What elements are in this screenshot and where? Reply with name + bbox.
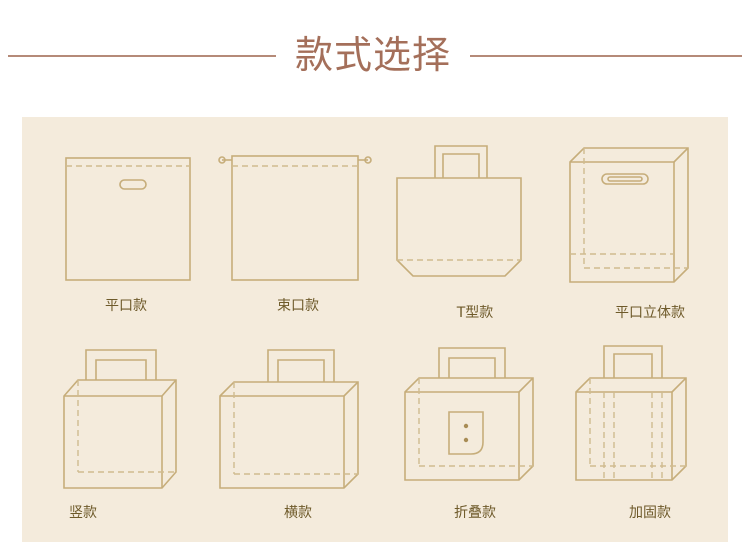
style-option-drawstring[interactable]: 束口款	[210, 142, 386, 352]
style-option-reinforced[interactable]: 加固款	[562, 342, 738, 552]
flat-bag-icon	[65, 157, 191, 281]
section-header: 款式选择	[0, 0, 750, 112]
style-option-folding[interactable]: 折叠款	[387, 342, 563, 552]
reinforced-tote-icon	[575, 345, 687, 481]
folding-tote-icon	[404, 347, 534, 481]
style-label: T型款	[456, 305, 494, 321]
style-label: 折叠款	[454, 505, 496, 521]
drawstring-bag-icon	[218, 155, 372, 281]
style-label: 束口款	[277, 298, 319, 314]
style-label: 横款	[284, 505, 312, 521]
header-divider-left	[8, 55, 276, 57]
style-option-horizontal[interactable]: 横款	[210, 342, 386, 552]
style-option-flat-3d[interactable]: 平口立体款	[562, 142, 738, 352]
flat-3d-bag-icon	[569, 147, 689, 283]
style-option-t-shape[interactable]: T型款	[387, 142, 563, 352]
style-label: 平口款	[105, 298, 147, 314]
horizontal-tote-icon	[219, 349, 359, 489]
t-shirt-bag-icon	[396, 145, 522, 277]
style-label: 平口立体款	[615, 305, 685, 321]
style-label: 加固款	[629, 505, 671, 521]
section-title: 款式选择	[294, 33, 451, 77]
style-label: 竖款	[69, 505, 97, 521]
style-option-vertical[interactable]: 竖款	[38, 342, 214, 552]
header-divider-right	[470, 55, 742, 57]
style-options-panel: 平口款 束口款 T型款	[22, 117, 728, 542]
style-option-flat[interactable]: 平口款	[38, 142, 214, 352]
vertical-tote-icon	[63, 349, 177, 489]
